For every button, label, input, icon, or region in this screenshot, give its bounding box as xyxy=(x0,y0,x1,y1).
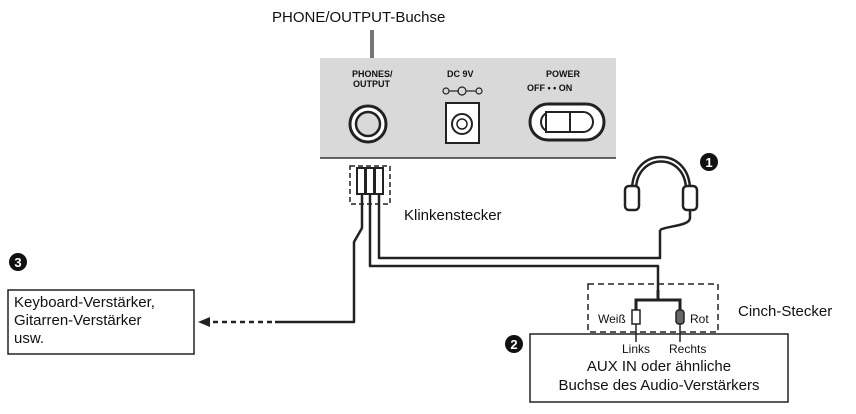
marker-2 xyxy=(505,335,523,353)
rca-dashed-box xyxy=(587,283,719,333)
amp-cable xyxy=(275,194,364,324)
phones-label-line1: PHONES/ xyxy=(352,69,393,79)
rca-red-plug xyxy=(675,309,685,325)
phone-output-jack-label: PHONE/OUTPUT-Buchse xyxy=(272,9,445,26)
rca-cable xyxy=(368,194,660,290)
red-label: Rot xyxy=(690,312,709,326)
headphone-cable xyxy=(377,194,662,260)
amp-label-line3: usw. xyxy=(14,330,44,347)
plug-label: Klinkenstecker xyxy=(404,207,502,224)
dc-polarity-icon xyxy=(442,86,483,96)
rca-split-cable xyxy=(634,290,682,310)
keyboard-rear-panel: PHONES/ OUTPUT DC 9V POWER OFF • • ON xyxy=(320,58,616,159)
power-switch xyxy=(528,102,606,142)
phones-output-socket xyxy=(348,104,388,144)
marker-1 xyxy=(700,153,718,171)
amp-label-line2: Gitarren-Verstärker xyxy=(14,312,142,329)
rca-plug-group: Weiß Rot xyxy=(587,283,719,334)
dc-in-socket xyxy=(445,102,480,144)
marker-2-text: 2 xyxy=(510,337,517,352)
aux-label-line2: Buchse des Audio-Verstärkers xyxy=(559,377,760,394)
amp-label-line1: Keyboard-Verstärker, xyxy=(14,294,155,311)
marker-3-text: 3 xyxy=(14,255,21,270)
marker-1-text: 1 xyxy=(705,155,712,170)
marker-3 xyxy=(9,253,27,271)
dc-9v-label: DC 9V xyxy=(447,69,474,79)
power-label: POWER xyxy=(546,69,581,79)
rca-white-plug xyxy=(631,309,641,325)
headphones-icon xyxy=(623,155,699,232)
cables xyxy=(275,194,662,324)
phones-label-line2: OUTPUT xyxy=(353,79,391,89)
left-label: Links xyxy=(622,342,650,356)
right-label: Rechts xyxy=(669,342,706,356)
white-label: Weiß xyxy=(598,312,626,326)
aux-label-line1: AUX IN oder ähnliche xyxy=(587,358,731,375)
keyboard-amplifier-box: Keyboard-Verstärker, Gitarren-Verstärker… xyxy=(7,289,195,355)
rca-label: Cinch-Stecker xyxy=(738,303,832,320)
off-on-label: OFF • • ON xyxy=(527,83,572,93)
amp-arrow-icon xyxy=(198,317,210,327)
aux-in-box: Links Rechts AUX IN oder ähnliche Buchse… xyxy=(529,333,789,403)
